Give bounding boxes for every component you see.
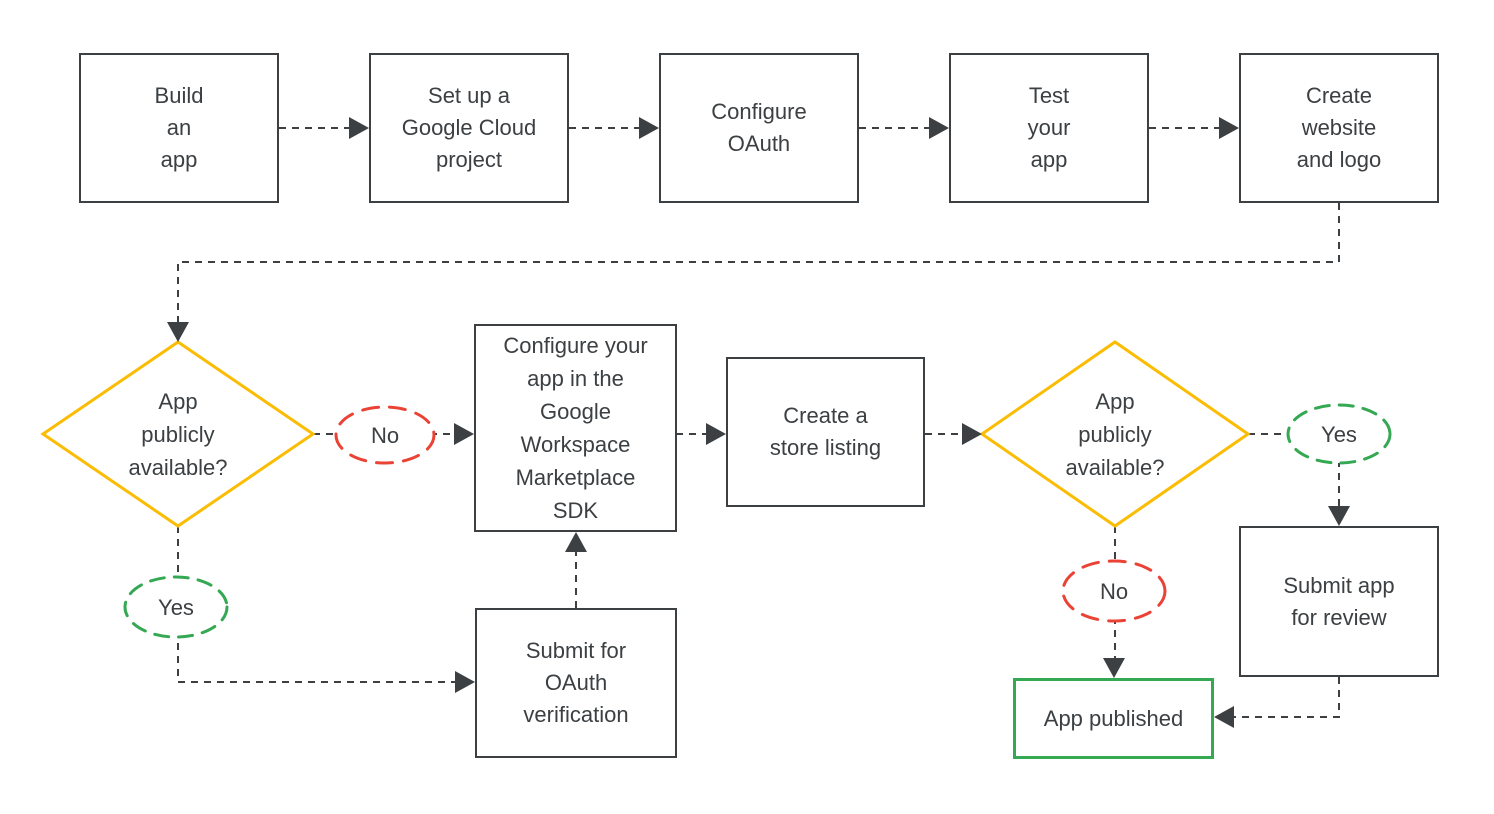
arrowhead-into-published-right — [1214, 706, 1234, 728]
node-test-your-app: Test your app — [949, 53, 1149, 203]
node-create-website-and-logo: Create website and logo — [1239, 53, 1439, 203]
node-submit-oauth-verification: Submit for OAuth verification — [475, 608, 677, 758]
node-app-published: App published — [1013, 678, 1214, 759]
no-oval-bottom-right — [1061, 559, 1167, 623]
arrowhead-into-store-listing — [706, 423, 726, 445]
decision-diamond-right — [979, 340, 1251, 528]
arrowhead-into-sdk — [454, 423, 474, 445]
elbow-review-to-published — [1231, 677, 1340, 718]
node-submit-app-for-review: Submit app for review — [1239, 526, 1439, 677]
arrowhead-into-published-top — [1103, 658, 1125, 678]
elbow-website-to-decision-left — [177, 203, 1340, 325]
arrowhead-into-oauth — [639, 117, 659, 139]
yes-oval-bottom-left — [123, 575, 229, 639]
arrowhead-into-decision-right — [962, 423, 982, 445]
arrowhead-into-oauth-verification — [455, 671, 475, 693]
node-configure-marketplace-sdk: Configure your app in the Google Workspa… — [474, 324, 677, 532]
yes-oval-right — [1286, 403, 1392, 465]
node-build-an-app: Build an app — [79, 53, 279, 203]
arrowhead-into-website — [1219, 117, 1239, 139]
decision-diamond-left — [40, 340, 316, 528]
node-setup-google-cloud-project: Set up a Google Cloud project — [369, 53, 569, 203]
no-oval-left — [334, 405, 436, 465]
arrowhead-into-test — [929, 117, 949, 139]
arrowhead-into-sdk-bottom — [565, 532, 587, 552]
arrowhead-into-submit-review — [1328, 506, 1350, 526]
node-configure-oauth: Configure OAuth — [659, 53, 859, 203]
node-create-store-listing: Create a store listing — [726, 357, 925, 507]
arrowhead-into-setup — [349, 117, 369, 139]
arrowhead-into-decision-left — [167, 322, 189, 342]
